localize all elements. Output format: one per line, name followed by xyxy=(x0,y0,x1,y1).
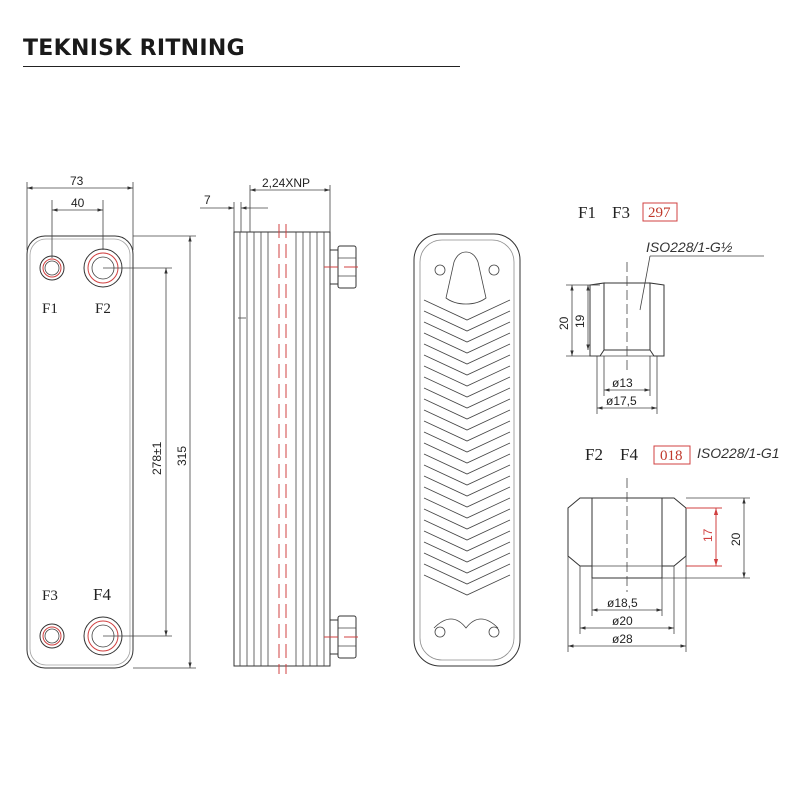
detail-large-h-outer: 20 xyxy=(729,532,743,546)
detail-small-f3: F3 xyxy=(612,203,630,222)
chevron-pattern xyxy=(423,299,511,596)
detail-large-connection: F2 F4 018 ISO228/1-G1 17 20 ø18,5 ø20 ø2… xyxy=(567,445,780,652)
label-f3: F3 xyxy=(42,588,58,604)
dim-height: 315 xyxy=(175,446,189,466)
detail-small-h-inner: 19 xyxy=(573,314,587,328)
detail-small-d-inner: ø13 xyxy=(612,376,633,390)
label-f1: F1 xyxy=(42,301,58,317)
side-plate-stack xyxy=(233,231,331,667)
detail-large-thread: ISO228/1-G1 xyxy=(697,445,780,461)
port-f1 xyxy=(39,255,65,281)
back-plate-outline xyxy=(413,233,521,667)
dim-port-center: 278±1 xyxy=(150,441,164,475)
front-plate-outline xyxy=(26,235,134,669)
detail-large-h-inner: 17 xyxy=(701,528,715,542)
page-title: TEKNISK RITNING xyxy=(23,36,245,61)
dim-width: 73 xyxy=(70,174,84,188)
detail-large-f2: F2 xyxy=(585,445,603,464)
detail-large-d-outer: ø28 xyxy=(612,632,633,646)
label-f4: F4 xyxy=(93,585,111,604)
detail-small-connection: F1 F3 297 ISO228/1-G½ 20 19 ø13 ø17,5 xyxy=(557,202,764,414)
detail-large-d-mid: ø20 xyxy=(612,614,633,628)
side-connection-top xyxy=(324,245,364,289)
side-connection-bottom xyxy=(324,615,364,659)
front-view: F1 F2 F3 F4 73 40 278±1 315 xyxy=(26,174,196,669)
detail-small-h-outer: 20 xyxy=(557,316,571,330)
port-f3 xyxy=(39,623,65,649)
detail-small-f1: F1 xyxy=(578,203,596,222)
back-view xyxy=(413,233,521,667)
dim-plate: 7 xyxy=(204,193,211,207)
dim-port-spacing: 40 xyxy=(71,196,85,210)
detail-small-thread: ISO228/1-G½ xyxy=(646,239,733,255)
label-f2: F2 xyxy=(95,301,111,317)
title-underline xyxy=(23,66,460,67)
detail-large-code: 018 xyxy=(660,448,683,464)
side-view: 2,24XNP 7 xyxy=(200,176,364,674)
detail-large-f4: F4 xyxy=(620,445,638,464)
dim-stack: 2,24XNP xyxy=(262,176,310,190)
detail-small-code: 297 xyxy=(648,205,671,221)
detail-small-d-outer: ø17,5 xyxy=(606,394,637,408)
detail-large-d-inner: ø18,5 xyxy=(607,596,638,610)
